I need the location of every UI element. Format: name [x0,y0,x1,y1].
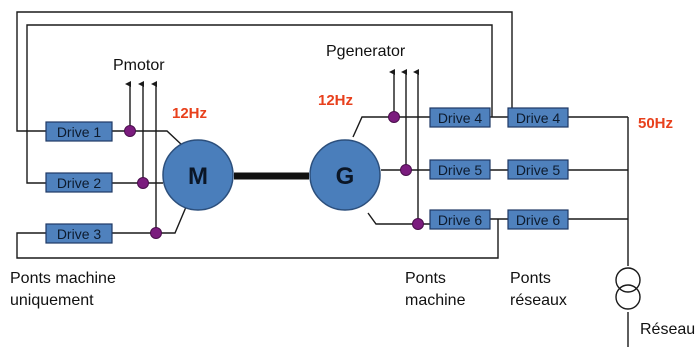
grid-label: Réseau [640,321,695,338]
generator[interactable]: G [309,139,381,211]
drive-label: Drive 4 [438,110,483,126]
network-wires [490,116,629,347]
drive-box[interactable]: Drive 4 [507,107,569,128]
pmotor-label: Pmotor [113,57,165,74]
drive-box[interactable]: Drive 5 [429,159,491,180]
drives-network-group: Drive 4 Drive 5 Drive 6 [507,107,569,230]
caption-left-line2: uniquement [10,292,94,309]
caption-left-line1: Ponts machine [10,270,116,287]
outer-loop-wires [16,11,513,259]
junction-dots [124,111,424,239]
generator-frequency: 12Hz [318,92,353,109]
drive-label: Drive 6 [438,212,483,228]
drive-label: Drive 6 [516,212,561,228]
generator-label: G [336,163,355,190]
network-frequency: 50Hz [638,115,673,132]
pmotor-arrows [125,81,157,233]
drive-box[interactable]: Drive 4 [429,107,491,128]
drives-machine-group: Drive 4 Drive 5 Drive 6 [429,107,491,230]
drive-label: Drive 2 [57,175,102,191]
drive-label: Drive 5 [516,162,561,178]
transformer-icon [615,267,641,310]
drive-box[interactable]: Drive 6 [507,209,569,230]
motor-frequency: 12Hz [172,105,207,122]
drive-box[interactable]: Drive 6 [429,209,491,230]
drive-box[interactable]: Drive 5 [507,159,569,180]
drive-label: Drive 3 [57,226,102,242]
drive-label: Drive 5 [438,162,483,178]
drive-box[interactable]: Drive 3 [45,223,113,244]
drive-box[interactable]: Drive 1 [45,121,113,142]
pgenerator-label: Pgenerator [326,43,406,60]
caption-network-line2: réseaux [510,292,567,309]
caption-network-line1: Ponts [510,270,551,287]
pgenerator-arrows [389,69,419,224]
caption-machine-line2: machine [405,292,466,309]
motor[interactable]: M [162,139,234,211]
drives-left-group: Drive 1 Drive 2 Drive 3 [45,121,113,244]
motor-label: M [188,163,208,190]
drive-box[interactable]: Drive 2 [45,172,113,193]
drive-label: Drive 1 [57,124,102,140]
caption-machine-line1: Ponts [405,270,446,287]
drive-label: Drive 4 [516,110,561,126]
